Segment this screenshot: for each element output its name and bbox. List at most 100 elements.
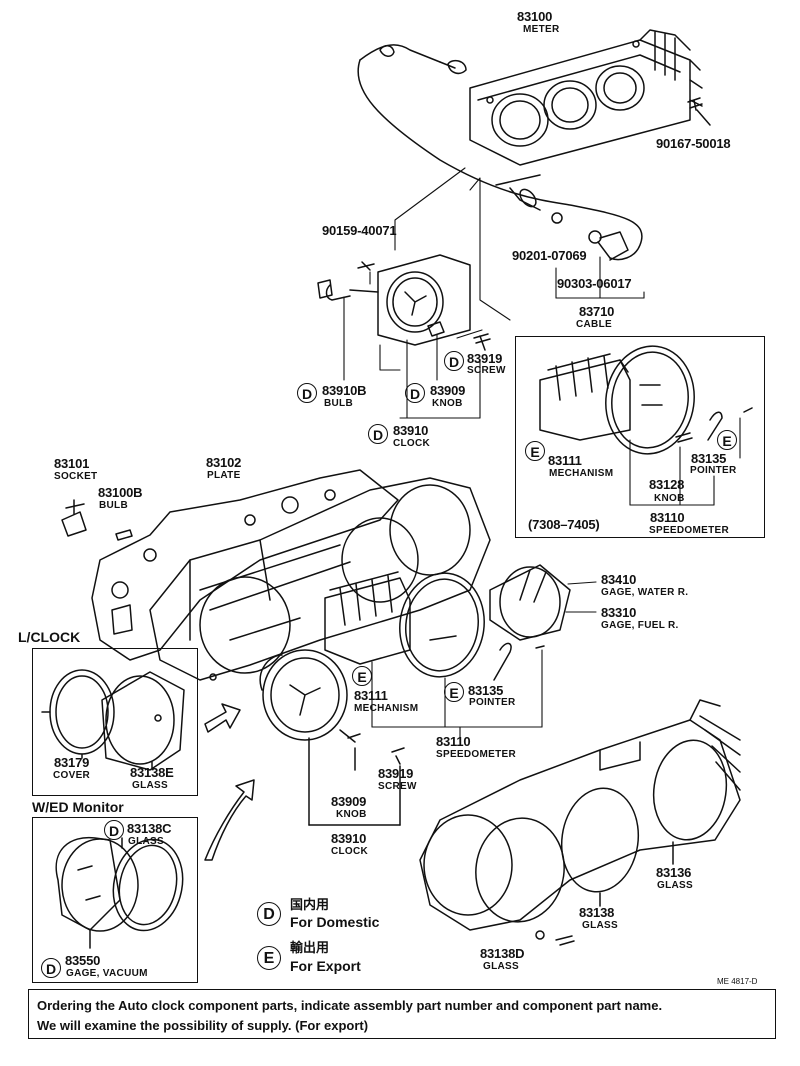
badge-domestic: D [405,383,425,403]
part-number-90159: 90159-40071 [322,223,397,238]
speedometer-cable-drawing [357,44,643,261]
badge-domestic: D [297,383,317,403]
leader-lines-center [371,581,597,743]
badge-domestic: D [104,820,124,840]
part-number-83550: 83550 [65,953,101,968]
screw-83919-upper-drawing [473,333,491,351]
part-number-83138C: 83138C [127,821,172,836]
legend-export-jp: 輸出用 [290,941,330,956]
part-name-knob-83128: KNOB [654,493,685,504]
speedometer-export-frame [515,336,765,538]
badge-export: E [444,682,464,702]
part-name-bulb-upper: BULB [324,398,353,409]
badge-domestic: D [41,958,61,978]
part-number-83909-upper: 83909 [430,383,466,398]
part-name-socket: SOCKET [54,471,98,482]
part-name-bulb-83100B: BULB [99,500,128,511]
nut-90303-drawing [588,230,602,244]
ordering-note-line-2: We will examine the possibility of suppl… [37,1018,369,1033]
date-range: (7308–7405) [528,517,600,532]
part-name-pointer-export: POINTER [690,465,737,476]
part-number-83179: 83179 [54,755,90,770]
part-number-83919-upper: 83919 [467,351,503,366]
part-number-83111-center: 83111 [354,688,388,703]
part-number-83710: 83710 [579,304,615,319]
leader-lines-clock-upper [343,167,645,419]
badge-export: E [717,430,737,450]
lclock-inset-frame [32,648,198,796]
part-number-90201: 90201-07069 [512,248,587,263]
arrow-up-icon [204,779,255,861]
part-name-clock-lower: CLOCK [331,846,369,857]
wed-monitor-inset-frame [32,817,198,983]
gages-water-fuel-drawing [489,564,571,641]
part-name-mechanism-export: MECHANISM [549,468,614,479]
legend-export-en: For Export [290,958,361,974]
lclock-inset-drawing [41,669,185,771]
washer-90201-drawing [551,212,563,224]
screw-90167-drawing [687,97,711,126]
glass-bezel-drawing [419,699,741,946]
part-name-gage-vacuum: GAGE, VACUUM [66,968,148,979]
part-name-pointer-center: POINTER [469,697,516,708]
badge-domestic: D [444,351,464,371]
part-name-plate: PLATE [207,470,241,481]
part-number-83410: 83410 [601,572,637,587]
part-name-clock-upper: CLOCK [393,438,431,449]
part-name-speedometer-center: SPEEDOMETER [436,749,516,760]
part-number-83110-center: 83110 [436,734,471,749]
part-name-glass-83138E: GLASS [132,780,168,791]
part-name-cable: CABLE [576,319,612,330]
legend-badge-export: E [257,946,281,970]
legend-domestic-en: For Domestic [290,914,380,930]
part-name-glass-83138C: GLASS [128,836,164,847]
plate-83102-drawing [91,469,399,661]
legend-domestic-jp: 国内用 [290,898,330,913]
part-number-83102: 83102 [206,455,242,470]
part-name-knob-lower: KNOB [336,809,367,820]
part-number-83135-center: 83135 [468,683,504,698]
part-number-83135-export: 83135 [691,451,727,466]
part-number-83310: 83310 [601,605,637,620]
part-number-83136: 83136 [656,865,692,880]
section-title-wed-monitor: W/ED Monitor [32,799,124,815]
part-name-speedometer-export: SPEEDOMETER [649,525,729,536]
part-name-glass-83138: GLASS [582,920,618,931]
part-number-83138: 83138 [579,905,615,920]
ordering-note-line-1: Ordering the Auto clock component parts,… [37,998,663,1013]
part-name-gage-fuel: GAGE, FUEL R. [601,620,679,631]
part-name-knob-upper: KNOB [432,398,463,409]
part-number-83100: 83100 [517,9,553,24]
ordering-note: Ordering the Auto clock component parts,… [28,989,776,1039]
part-name-screw-upper: SCREW [467,365,506,376]
speedometer-export-drawing [539,345,753,455]
part-name-glass-83136: GLASS [657,880,693,891]
wed-monitor-inset-drawing [55,836,184,949]
part-number-83128: 83128 [649,477,685,492]
part-number-83111-export: 83111 [548,453,582,468]
part-number-83100B: 83100B [98,485,143,500]
part-name-gage-water: GAGE, WATER R. [601,587,689,598]
instrument-cluster-body-drawing [149,477,491,681]
badge-export: E [525,441,545,461]
part-name-screw-lower: SCREW [378,781,417,792]
clock-upper-drawing [317,254,471,346]
section-title-lclock: L/CLOCK [18,629,81,645]
badge-export: E [352,666,372,686]
part-number-90167: 90167-50018 [656,136,731,151]
legend-badge-domestic: D [257,902,281,926]
part-number-83138E: 83138E [130,765,174,780]
part-number-83138D: 83138D [480,946,525,961]
leader-lines-speedometer-export [629,417,741,506]
part-name-glass-83138D: GLASS [483,961,519,972]
badge-domestic: D [368,424,388,444]
arrow-right-icon [204,703,241,733]
drawing-code: ME 4817-D [717,977,758,986]
part-number-90303: 90303-06017 [557,276,632,291]
part-number-83909-lower: 83909 [331,794,367,809]
part-number-83910-upper: 83910 [393,423,429,438]
part-name-cover: COVER [53,770,91,781]
socket-bulb-drawing [61,499,133,541]
part-number-83110-export: 83110 [650,510,685,525]
